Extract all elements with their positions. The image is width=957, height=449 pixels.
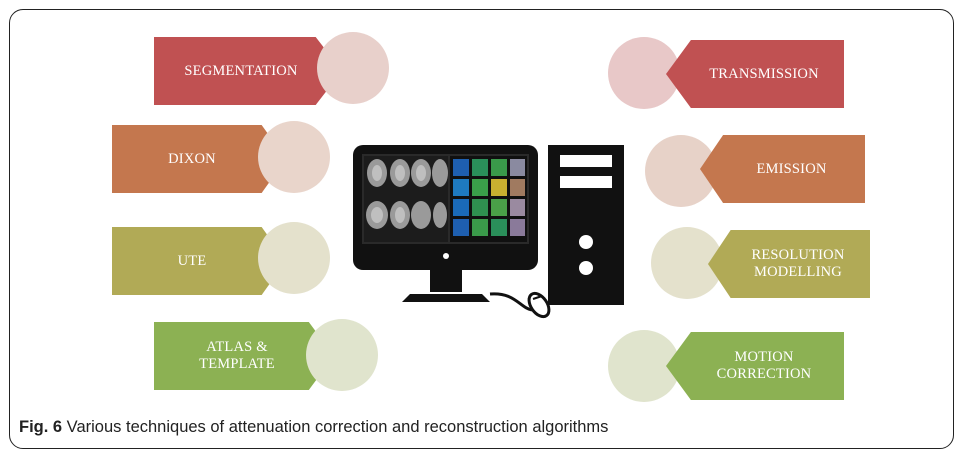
mouse-icon [489, 291, 551, 319]
segmentation-circle [317, 32, 389, 104]
figure-caption-label: Fig. 6 [19, 418, 63, 436]
technique-emission: EMISSION [700, 135, 865, 203]
technique-motion-correction: MOTION CORRECTION [666, 332, 844, 400]
technique-dixon: DIXON [112, 125, 286, 193]
dixon-circle [258, 121, 330, 193]
technique-ute: UTE [112, 227, 286, 295]
technique-atlas-template: ATLAS & TEMPLATE [154, 322, 334, 390]
figure-caption-text: Various techniques of attenuation correc… [62, 418, 609, 436]
atlas-template-circle [306, 319, 378, 391]
computer-monitor-icon [353, 145, 538, 302]
pc-tower-icon [548, 145, 624, 305]
figure-caption: Fig. 6 Various techniques of attenuation… [19, 418, 608, 437]
technique-segmentation: SEGMENTATION [154, 37, 342, 105]
ute-circle [258, 222, 330, 294]
technique-transmission: TRANSMISSION [666, 40, 844, 108]
computer-illustration [353, 145, 624, 319]
brain-scan-image [364, 156, 527, 242]
technique-resolution-modelling: RESOLUTION MODELLING [708, 230, 870, 298]
